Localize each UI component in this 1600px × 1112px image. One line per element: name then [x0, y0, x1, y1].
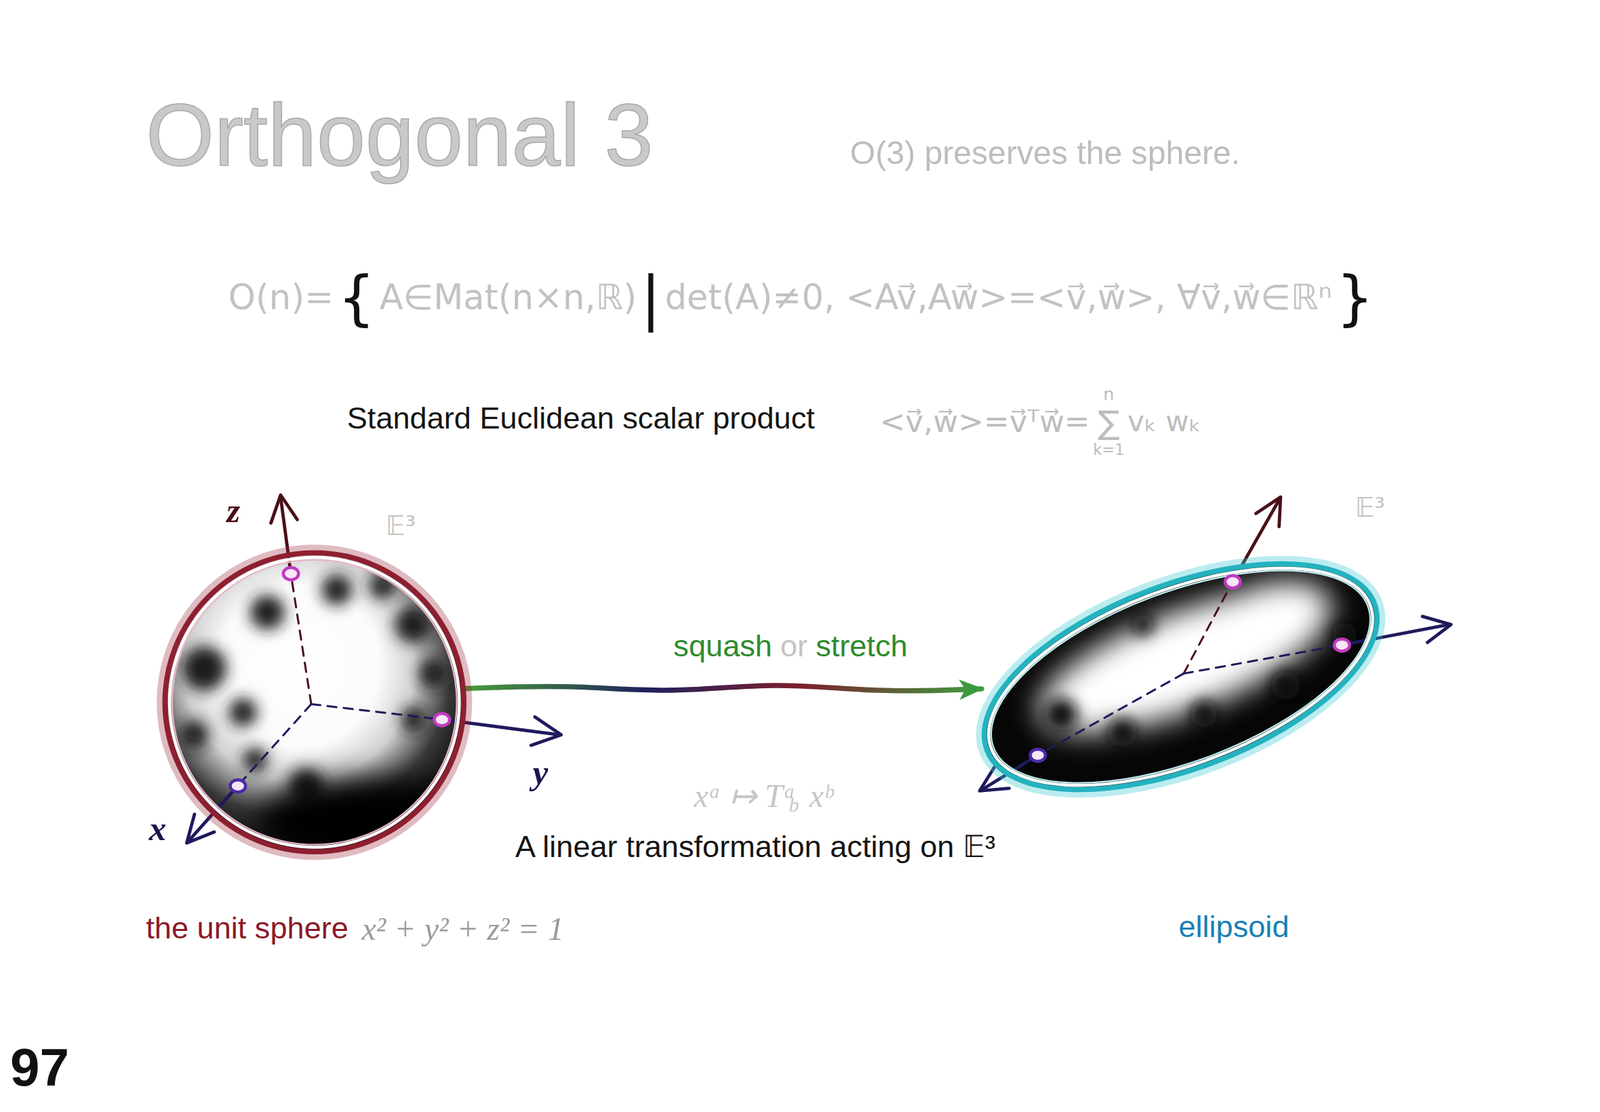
node-heading: ellipsoid: [1178, 909, 1289, 945]
label-group: 𝔼³: [1355, 492, 1386, 523]
axis-label: z: [226, 490, 240, 531]
sum-limit: k=1: [1092, 441, 1125, 459]
label-group: squashorstretch: [673, 628, 908, 664]
page-number: 97: [10, 1036, 70, 1098]
space-label: 𝔼³: [1355, 492, 1386, 523]
sum-symbol: ∑: [1097, 404, 1120, 442]
label-group: Standard Euclidean scalar product: [347, 400, 815, 436]
map-formula: xᵃ ↦ Tᵃ: [693, 776, 796, 815]
axis-point: [229, 567, 450, 792]
formula-term: <v⃗,w⃗>=v⃗ᵀw⃗=: [879, 404, 1090, 440]
sum-limit: n: [1103, 383, 1114, 404]
formula-term: vₖ wₖ: [1127, 404, 1202, 438]
label-group: 97: [10, 1036, 70, 1098]
label-group: Orthogonal 3: [145, 84, 653, 186]
unit-sphere: the unit spherex² + y² + z² = 1: [163, 551, 466, 854]
formula-term: det(A)≠0, <Av⃗,Aw⃗>=<v⃗,w⃗>, ∀v⃗,w⃗∈ℝⁿ: [665, 277, 1333, 318]
label-group: z: [226, 490, 240, 531]
caption-text: A linear transformation acting on 𝔼³: [515, 829, 996, 865]
sphere-axes: [186, 494, 561, 843]
slide-title: Orthogonal 3: [145, 84, 653, 186]
axis-point: [1029, 575, 1350, 762]
formula-term: A∈Mat(n×n,ℝ): [379, 277, 638, 318]
formula-brace: }: [1336, 263, 1375, 332]
node-heading: the unit sphere: [145, 911, 349, 947]
subtitle: O(3) preserves the sphere.: [850, 134, 1240, 172]
sphere-equation: x² + y² + z² = 1: [361, 909, 565, 948]
unit-sphere-outline: [163, 551, 466, 854]
label-group: xᵃ ↦ Tᵃbxᵇ: [693, 776, 833, 815]
arrow-label: or: [780, 628, 808, 664]
formula-bar: |: [640, 263, 661, 332]
map-formula: b: [789, 793, 800, 817]
axis-label: y: [532, 752, 549, 793]
space-label: 𝔼³: [385, 510, 416, 542]
label-group: O(n)={A∈Mat(n×n,ℝ)|det(A)≠0, <Av⃗,Aw⃗>=<…: [228, 263, 1375, 332]
ellipsoid-outline: [981, 561, 1380, 792]
transform-arrow: [465, 685, 982, 691]
label-group: y: [532, 752, 549, 793]
label-group: A linear transformation acting on 𝔼³: [515, 829, 996, 865]
definition-text: Standard Euclidean scalar product: [347, 400, 815, 436]
label-group: 𝔼³: [385, 510, 416, 542]
axis-label: x: [149, 808, 167, 849]
label-group: x: [149, 808, 167, 849]
formula-brace: {: [337, 263, 376, 332]
ellipsoid: ellipsoid: [981, 561, 1380, 792]
label-group: O(3) preserves the sphere.: [850, 134, 1240, 172]
label-group: <v⃗,w⃗>=v⃗ᵀw⃗= n∑k=1vₖ wₖ: [879, 383, 1201, 459]
arrow-label: stretch: [815, 628, 908, 664]
map-formula: xᵇ: [809, 776, 833, 815]
arrow-label: squash: [673, 628, 773, 664]
formula-term: O(n)=: [228, 277, 334, 318]
